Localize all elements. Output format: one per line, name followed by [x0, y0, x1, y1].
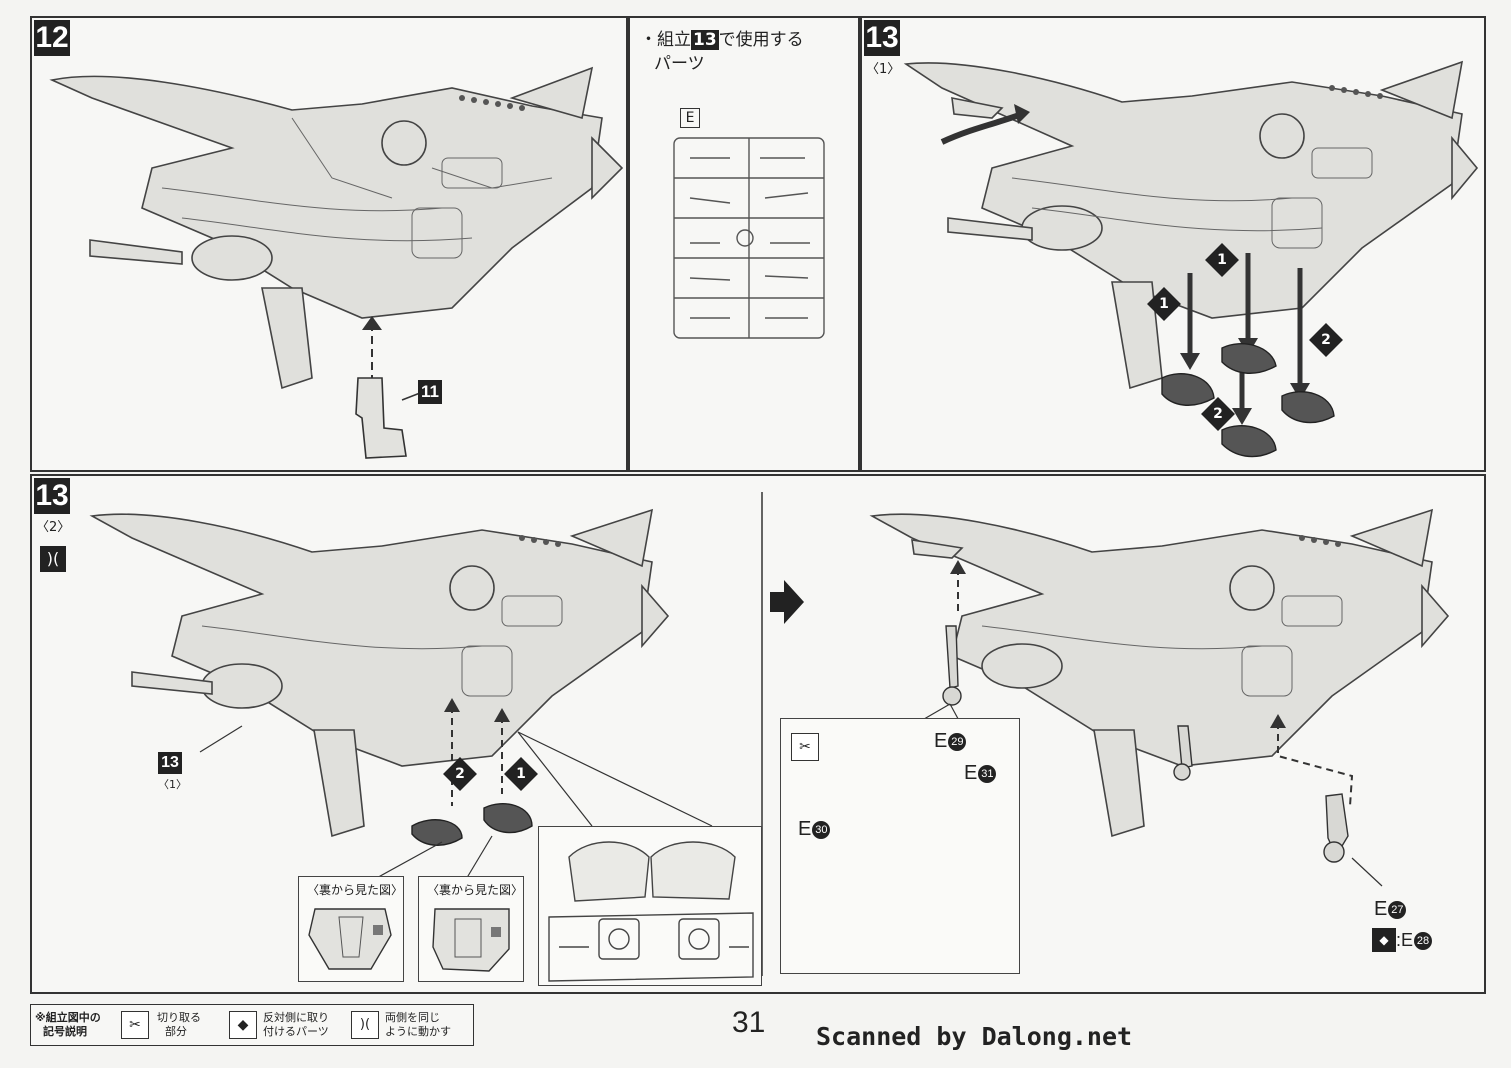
legend-title-line1: ※組立図中の — [35, 1011, 101, 1024]
legend-opposite: 反対側に取り 付けるパーツ — [263, 1011, 329, 1039]
legend-cut: 切り取る 部分 — [157, 1011, 201, 1039]
order-label: 1 — [516, 766, 526, 782]
cockpit-detail — [548, 841, 754, 982]
opposite-side-icon: ◆ — [229, 1011, 257, 1039]
order-label: 2 — [455, 766, 465, 782]
cut-icon: ✂ — [791, 733, 819, 761]
legend-cut-line2: 部分 — [165, 1025, 187, 1038]
runner-letter: :E — [1396, 930, 1414, 950]
runner-letter: E — [964, 762, 978, 784]
step-13-1-panel: 13 〈1〉 — [860, 16, 1486, 472]
scanner-credit: Scanned by Dalong.net — [816, 1022, 1133, 1051]
order-label: 1 — [1217, 252, 1227, 268]
order-label: 1 — [1159, 296, 1169, 312]
part-number: 28 — [1414, 932, 1433, 951]
legend-cut-line1: 切り取る — [157, 1011, 201, 1024]
part-back-view — [308, 908, 392, 970]
step-number: 12 — [34, 20, 70, 56]
runner-e-diagram — [673, 137, 825, 339]
runner-label: E — [680, 108, 700, 128]
parts-note-line2: パーツ — [654, 54, 705, 74]
opposite-side-icon: ◆ — [1372, 928, 1396, 952]
part-back-view — [432, 908, 510, 972]
order-marker-2: 2 — [443, 757, 477, 791]
step-substep: 〈2〉 — [36, 520, 71, 535]
cockpit-detail-box — [538, 826, 762, 986]
legend-move-line1: 両側を同じ — [385, 1011, 440, 1024]
aircraft-illustration — [49, 66, 624, 459]
part-number: 31 — [978, 764, 997, 783]
landing-gear-detail-box: ✂ — [780, 718, 1020, 974]
parts-note-suffix: で使用する — [718, 30, 804, 50]
part-number: 27 — [1388, 900, 1407, 919]
step-12-panel: 12 11 — [30, 16, 628, 472]
aircraft-illustration — [903, 60, 1479, 458]
legend-title-line2: 記号説明 — [43, 1025, 87, 1038]
order-marker-2a: 2 — [1309, 323, 1343, 357]
part-number: 29 — [948, 732, 967, 751]
legend-opposite-line2: 付けるパーツ — [263, 1025, 329, 1038]
step-13-2-panel: 13 〈2〉 )( — [30, 474, 1486, 994]
step-number: 13 — [864, 20, 900, 56]
step-substep: 〈1〉 — [866, 62, 901, 77]
part-number: 30 — [812, 820, 831, 839]
legend-move-line2: ように動かす — [385, 1025, 451, 1038]
runner-letter: E — [798, 818, 812, 840]
parts-note-prefix: ・組立 — [640, 30, 691, 50]
page-number: 31 — [732, 1006, 766, 1039]
step-number: 13 — [34, 478, 70, 514]
runner-letter: E — [934, 730, 948, 752]
order-marker-1: 1 — [504, 757, 538, 791]
runner-letter: E — [1374, 898, 1388, 920]
parts-note-step-ref: 13 — [691, 30, 719, 50]
reference-substep: 〈1〉 — [158, 778, 187, 791]
legend-move: 両側を同じ ように動かす — [385, 1011, 451, 1039]
symbol-legend: ※組立図中の 記号説明 ✂ 切り取る 部分 ◆ 反対側に取り 付けるパーツ )(… — [30, 1004, 474, 1046]
legend-opposite-line1: 反対側に取り — [263, 1011, 329, 1024]
back-view-box-1: 〈裏から見た図〉 — [298, 876, 404, 982]
order-label: 2 — [1213, 406, 1223, 422]
back-view-box-2: 〈裏から見た図〉 — [418, 876, 524, 982]
back-view-label: 〈裏から見た図〉 — [307, 883, 404, 897]
order-marker-1b: 1 — [1147, 287, 1181, 321]
order-marker-1a: 1 — [1205, 243, 1239, 277]
legend-title: ※組立図中の 記号説明 — [35, 1011, 101, 1039]
cut-icon: ✂ — [121, 1011, 149, 1039]
part-callout-11: 11 — [418, 380, 442, 404]
move-symmetric-icon: )( — [351, 1011, 379, 1039]
back-view-label: 〈裏から見た図〉 — [427, 883, 524, 897]
assembly-illustrations — [89, 492, 1450, 976]
order-label: 2 — [1321, 332, 1331, 348]
move-symmetric-icon: )( — [40, 546, 66, 572]
order-marker-2b: 2 — [1201, 397, 1235, 431]
reference-step-number: 13 — [158, 752, 182, 774]
